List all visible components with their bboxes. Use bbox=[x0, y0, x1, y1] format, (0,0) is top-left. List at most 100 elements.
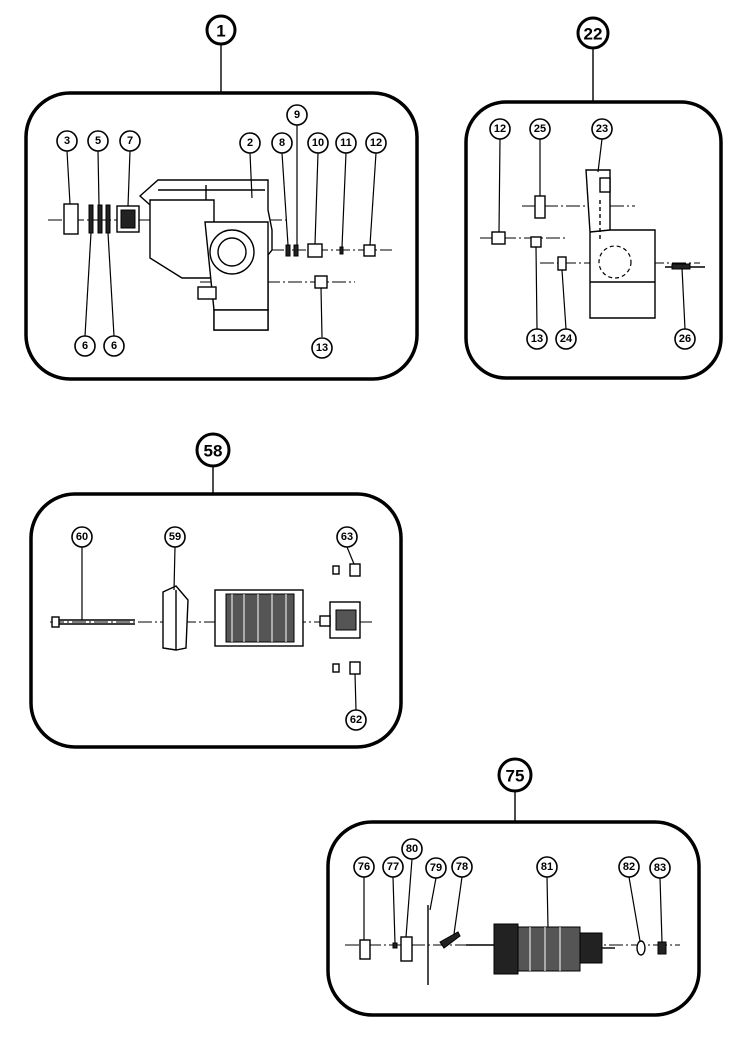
part-callout: 76 bbox=[353, 856, 375, 878]
washer-part bbox=[293, 244, 299, 257]
svg-text:12: 12 bbox=[494, 123, 506, 135]
washer-part bbox=[97, 204, 103, 234]
svg-text:23: 23 bbox=[596, 123, 608, 135]
svg-text:13: 13 bbox=[316, 342, 328, 354]
svg-text:6: 6 bbox=[111, 340, 117, 352]
nut-part bbox=[657, 941, 667, 955]
svg-text:81: 81 bbox=[541, 861, 553, 873]
svg-text:77: 77 bbox=[387, 861, 399, 873]
group-58: 58 60 59 63 62 bbox=[29, 432, 403, 749]
part-callout: 24 bbox=[555, 328, 577, 350]
part-callout: 79 bbox=[425, 857, 447, 879]
svg-text:79: 79 bbox=[430, 862, 442, 874]
group-1-callout: 1 bbox=[205, 14, 237, 46]
group-58-callout: 58 bbox=[195, 432, 231, 468]
part-callout: 7 bbox=[119, 130, 141, 152]
part-callout: 11 bbox=[335, 132, 357, 154]
svg-text:1: 1 bbox=[216, 22, 225, 41]
screw-part bbox=[534, 195, 546, 219]
part-callout: 13 bbox=[311, 337, 333, 359]
svg-text:11: 11 bbox=[340, 137, 352, 149]
group-22: 22 12 25 23 13 24 26 bbox=[464, 16, 723, 380]
part-callout: 60 bbox=[71, 526, 93, 548]
bearing-part bbox=[307, 243, 323, 258]
washer-part bbox=[392, 942, 398, 949]
brush-part bbox=[349, 661, 361, 675]
svg-text:24: 24 bbox=[560, 333, 573, 345]
pin-part bbox=[339, 246, 344, 255]
rod-part bbox=[671, 263, 691, 270]
part-callout: 59 bbox=[164, 526, 186, 548]
gear-housing-part bbox=[138, 179, 273, 331]
bearing-part bbox=[636, 940, 646, 956]
bushing-part bbox=[314, 275, 328, 289]
washer-part bbox=[88, 204, 94, 234]
svg-text:6: 6 bbox=[82, 340, 88, 352]
bearing-part bbox=[359, 939, 371, 960]
part-callout: 13 bbox=[526, 328, 548, 350]
svg-text:76: 76 bbox=[358, 861, 370, 873]
group-75: 75 76 77 80 79 78 81 82 83 bbox=[326, 757, 701, 1017]
screw-part bbox=[51, 616, 135, 628]
part-callout: 12 bbox=[489, 118, 511, 140]
part-callout: 26 bbox=[674, 328, 696, 350]
svg-text:8: 8 bbox=[279, 137, 285, 149]
group-75-callout: 75 bbox=[497, 757, 533, 793]
washer-part bbox=[285, 244, 291, 257]
part-callout: 9 bbox=[286, 104, 308, 126]
brush-part bbox=[349, 563, 361, 577]
svg-text:78: 78 bbox=[456, 861, 468, 873]
svg-text:22: 22 bbox=[584, 25, 603, 44]
part-callout: 62 bbox=[345, 709, 367, 731]
fan-part bbox=[400, 936, 413, 962]
nut-part bbox=[363, 244, 376, 257]
nut-part bbox=[491, 231, 506, 245]
svg-text:9: 9 bbox=[294, 109, 300, 121]
part-callout: 10 bbox=[307, 132, 329, 154]
svg-text:25: 25 bbox=[534, 123, 546, 135]
svg-text:26: 26 bbox=[679, 333, 691, 345]
pin-part bbox=[557, 256, 567, 271]
svg-text:3: 3 bbox=[64, 135, 70, 147]
group-22-callout: 22 bbox=[576, 16, 610, 50]
part-callout: 3 bbox=[56, 130, 78, 152]
part-callout: 23 bbox=[591, 118, 613, 140]
svg-text:2: 2 bbox=[247, 137, 253, 149]
part-callout: 82 bbox=[618, 856, 640, 878]
svg-text:83: 83 bbox=[654, 862, 666, 874]
part-callout: 78 bbox=[451, 856, 473, 878]
svg-text:12: 12 bbox=[370, 137, 382, 149]
armature-part bbox=[466, 923, 615, 975]
stator-part bbox=[214, 589, 304, 647]
part-callout: 25 bbox=[529, 118, 551, 140]
bracket-part bbox=[585, 169, 656, 319]
part-callout: 2 bbox=[239, 132, 261, 154]
bearing-inner bbox=[120, 209, 136, 229]
part-callout: 81 bbox=[536, 856, 558, 878]
part-callout: 12 bbox=[365, 132, 387, 154]
svg-text:59: 59 bbox=[169, 531, 181, 543]
brush-clip-part bbox=[332, 663, 340, 673]
svg-text:60: 60 bbox=[76, 531, 88, 543]
part-callout: 83 bbox=[649, 857, 671, 879]
svg-text:7: 7 bbox=[127, 135, 133, 147]
seal-part bbox=[63, 203, 79, 235]
svg-text:5: 5 bbox=[95, 135, 101, 147]
svg-text:10: 10 bbox=[312, 137, 324, 149]
part-callout: 63 bbox=[336, 526, 358, 548]
part-callout: 6 bbox=[74, 335, 96, 357]
key-part bbox=[439, 931, 461, 949]
svg-text:58: 58 bbox=[204, 442, 223, 461]
svg-text:13: 13 bbox=[531, 333, 543, 345]
svg-text:80: 80 bbox=[406, 843, 418, 855]
brush-holder-part bbox=[319, 601, 361, 639]
svg-text:82: 82 bbox=[623, 861, 635, 873]
washer-part bbox=[105, 204, 111, 234]
part-callout: 77 bbox=[382, 856, 404, 878]
svg-text:63: 63 bbox=[341, 531, 353, 543]
svg-text:75: 75 bbox=[506, 767, 525, 786]
group-1: 1 3 5 7 2 8 9 10 11 12 6 6 13 bbox=[24, 14, 419, 381]
part-callout: 5 bbox=[87, 130, 109, 152]
svg-text:62: 62 bbox=[350, 714, 362, 726]
